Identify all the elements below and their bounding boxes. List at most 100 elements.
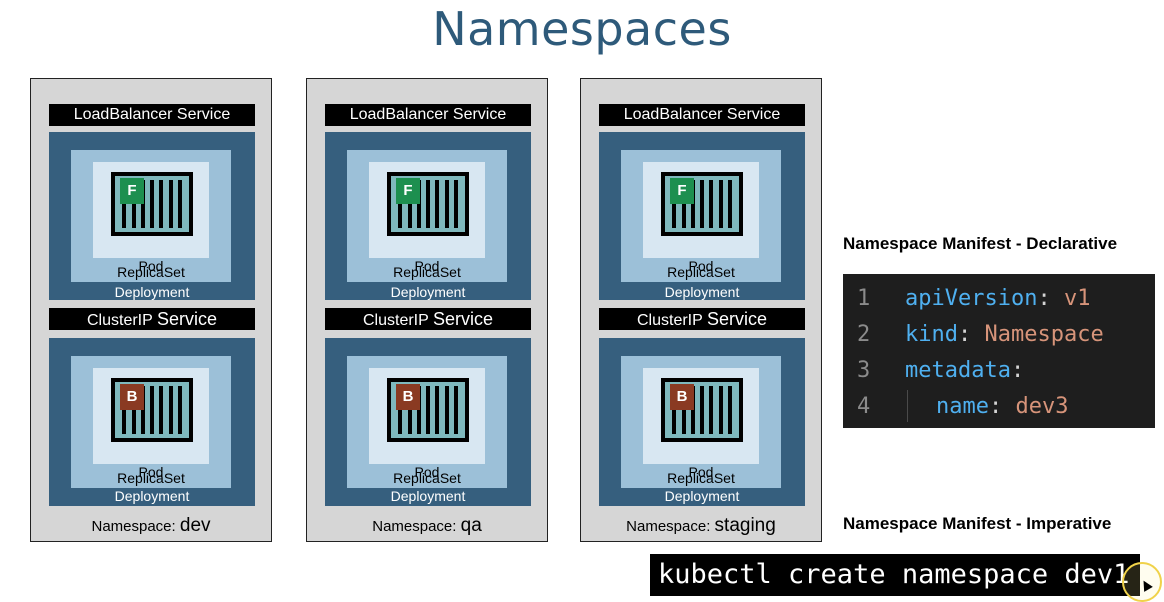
replicaset-label: ReplicaSet xyxy=(117,264,185,280)
container-icon xyxy=(661,378,743,442)
clusterip-prefix: ClusterIP xyxy=(87,312,153,329)
pod-label: Pod xyxy=(688,258,714,274)
line-number: 4 xyxy=(857,394,871,419)
yaml-key: name xyxy=(936,394,989,419)
container-bar xyxy=(444,180,449,228)
container-bar xyxy=(159,386,164,434)
imperative-heading: Namespace Manifest - Imperative xyxy=(843,514,1112,533)
container-bar xyxy=(131,386,136,434)
line-number: 1 xyxy=(857,286,871,311)
yaml-sep: : xyxy=(988,394,1016,419)
yaml-sep: : xyxy=(1037,286,1064,311)
container-bar xyxy=(709,386,714,434)
code-line-1: 1 apiVersion: v1 xyxy=(843,281,1155,317)
page-title: Namespaces xyxy=(432,2,732,56)
deployment-label: Deployment xyxy=(664,488,740,504)
yaml-key: metadata xyxy=(905,358,1011,383)
container-bar xyxy=(416,180,421,228)
code-line-2: 2 kind: Namespace xyxy=(843,317,1155,353)
clusterip-prefix: ClusterIP xyxy=(363,312,429,329)
yaml-value: Namespace xyxy=(984,322,1104,347)
loadbalancer-service-label: LoadBalancer Service xyxy=(49,104,255,126)
deployment-label: Deployment xyxy=(390,284,466,300)
namespace-label: Namespace: dev xyxy=(31,515,271,537)
container-icon xyxy=(111,172,193,236)
namespace-label-prefix: Namespace: xyxy=(372,518,457,535)
container-bar xyxy=(426,386,430,434)
container-bar xyxy=(159,180,164,228)
clusterip-suffix: Service xyxy=(156,309,217,329)
declarative-heading: Namespace Manifest - Declarative xyxy=(843,234,1118,253)
deployment-label: Deployment xyxy=(114,284,190,300)
replicaset-label: ReplicaSet xyxy=(393,470,461,486)
frontend-pod: F Pod xyxy=(369,162,485,274)
pod-label: Pod xyxy=(688,464,714,480)
container-bar xyxy=(177,180,182,228)
code-line-4: 4 name: dev3 xyxy=(843,389,1155,425)
container-bar xyxy=(435,386,440,434)
container-bar xyxy=(168,386,173,434)
namespace-label: Namespace: staging xyxy=(581,515,821,537)
pod-label: Pod xyxy=(138,464,164,480)
namespace-label-prefix: Namespace: xyxy=(91,518,176,535)
pod-label: Pod xyxy=(414,258,440,274)
namespace-name: dev xyxy=(179,515,211,536)
frontend-badge: F xyxy=(396,178,420,204)
code-line-3: 3 metadata: xyxy=(843,353,1155,389)
container-bar xyxy=(681,180,686,228)
container-bar xyxy=(398,180,403,228)
namespace-name: qa xyxy=(460,515,482,536)
frontend-badge: F xyxy=(670,178,694,204)
yaml-value: v1 xyxy=(1063,286,1091,311)
container-bar xyxy=(140,386,145,434)
line-number: 2 xyxy=(857,322,871,347)
frontend-badge: F xyxy=(120,178,144,204)
clusterip-suffix: Service xyxy=(432,309,493,329)
container-bar xyxy=(690,386,695,434)
cursor-highlight-icon xyxy=(1122,562,1162,602)
container-bar xyxy=(398,386,403,434)
namespace-label: Namespace: qa xyxy=(307,515,547,537)
container-bar xyxy=(700,180,704,228)
container-bar xyxy=(444,386,449,434)
container-bar xyxy=(453,386,458,434)
replicaset-label: ReplicaSet xyxy=(393,264,461,280)
replicaset-label: ReplicaSet xyxy=(667,264,735,280)
container-bar xyxy=(435,180,440,228)
container-bar xyxy=(122,386,127,434)
clusterip-service-label: ClusterIP Service xyxy=(599,308,805,330)
kubectl-command: kubectl create namespace dev1 xyxy=(650,554,1140,596)
container-bar xyxy=(700,386,704,434)
container-bar xyxy=(131,180,136,228)
loadbalancer-service-label: LoadBalancer Service xyxy=(325,104,531,126)
clusterip-prefix: ClusterIP xyxy=(637,312,703,329)
yaml-key: apiVersion xyxy=(905,286,1038,311)
container-bar xyxy=(426,180,430,228)
line-number: 3 xyxy=(857,358,871,383)
namespace-label-prefix: Namespace: xyxy=(626,518,711,535)
container-bar xyxy=(168,180,173,228)
container-bar xyxy=(690,180,695,228)
container-bar xyxy=(681,386,686,434)
container-bar xyxy=(718,180,723,228)
pod-label: Pod xyxy=(414,464,440,480)
frontend-pod: F Pod xyxy=(643,162,759,274)
loadbalancer-service-label: LoadBalancer Service xyxy=(599,104,805,126)
deployment-label: Deployment xyxy=(390,488,466,504)
clusterip-suffix: Service xyxy=(706,309,767,329)
